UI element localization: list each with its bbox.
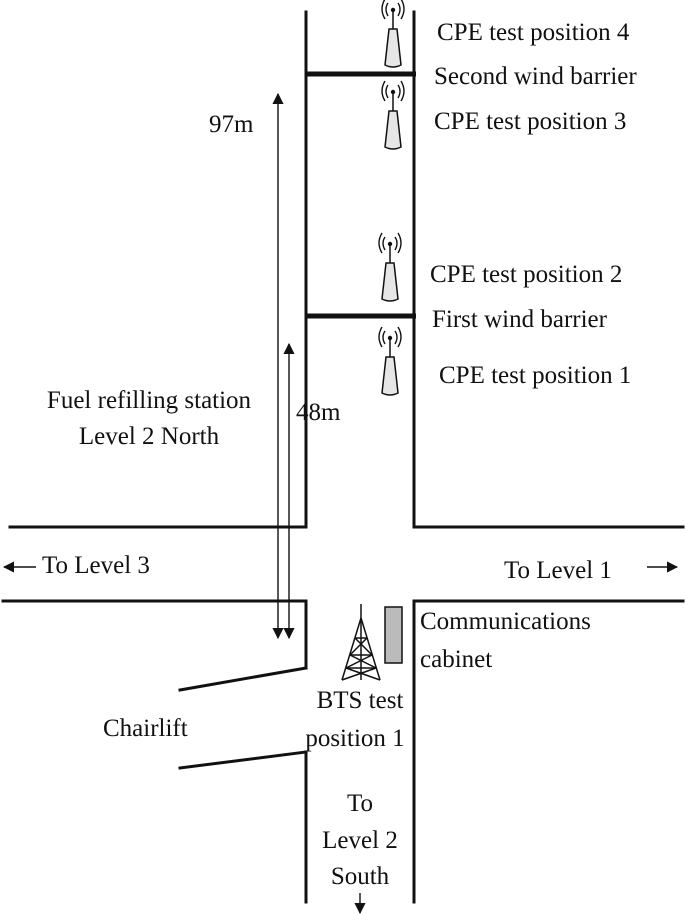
to-level-2-south-label-line3: South [330,863,390,890]
distance-48m-label: 48m [296,399,341,426]
cpe-antenna-icon [378,232,402,302]
communications-cabinet-icon [384,606,403,664]
communications-cabinet-label-line1: Communications [420,608,591,635]
to-level-2-south-label-line1: To [346,790,374,817]
cpe-test-position-3-label: CPE test position 3 [434,108,627,135]
cpe-test-position-1-label: CPE test position 1 [439,362,632,389]
cpe-antenna-icon [381,0,405,68]
chairlift-label: Chairlift [103,715,188,742]
bts-test-position-label-line2: position 1 [305,725,405,752]
first-wind-barrier-label: First wind barrier [432,306,607,333]
fuel-station-label-line2: Level 2 North [78,423,220,450]
cpe-antenna-icon [378,326,402,396]
fuel-station-label-line1: Fuel refilling station [46,387,252,414]
cpe-test-position-4-label: CPE test position 4 [437,19,630,46]
cpe-antenna-icon [381,80,405,150]
to-level-2-south-label-line2: Level 2 [322,827,398,854]
to-level-1-label: To Level 1 [504,557,612,584]
to-level-3-label: To Level 3 [42,552,150,579]
communications-cabinet-label-line2: cabinet [420,646,493,673]
bts-tower-icon [341,604,381,681]
road-walls [1,10,685,904]
distance-97m-label: 97m [209,111,254,138]
cpe-test-position-2-label: CPE test position 2 [430,261,623,288]
second-wind-barrier-label: Second wind barrier [434,63,637,90]
bts-test-position-label-line1: BTS test [316,687,404,714]
